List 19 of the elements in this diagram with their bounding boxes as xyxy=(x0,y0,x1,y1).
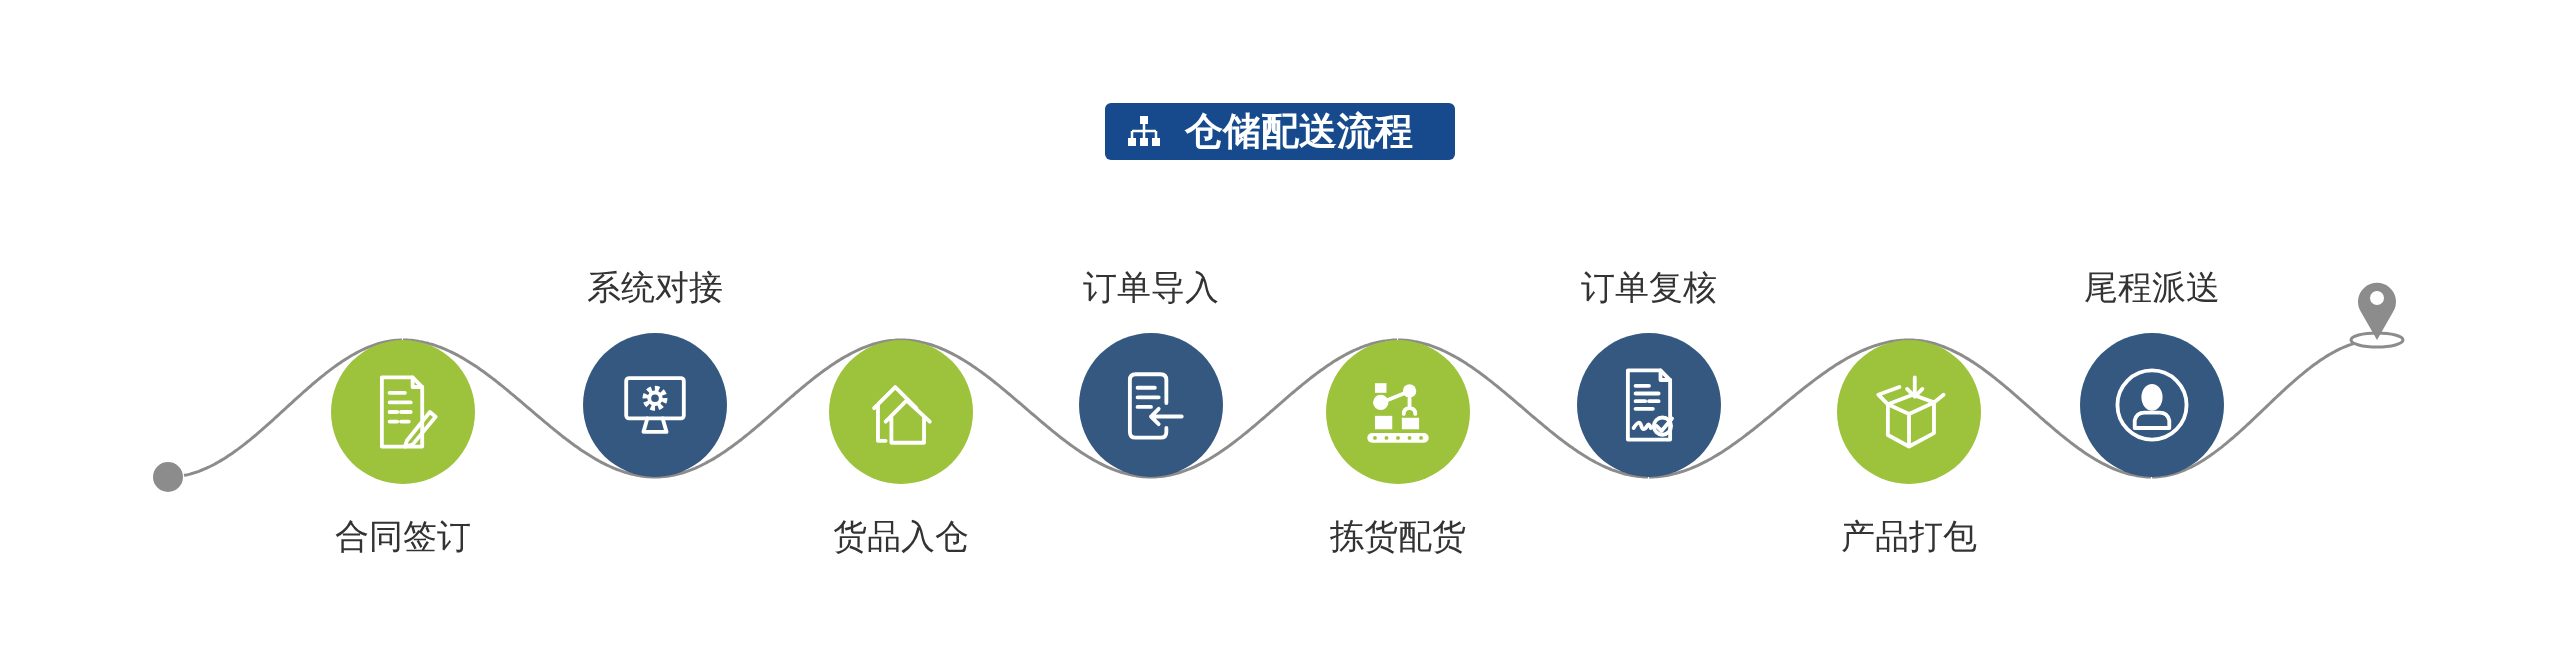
title-text: 仓储配送流程 xyxy=(1185,109,1413,153)
wavy-path-line xyxy=(1648,338,1910,479)
wavy-path-line xyxy=(402,338,656,479)
step-label: 货品入仓 xyxy=(832,516,970,556)
step-label: 拣货配货 xyxy=(1329,516,1467,556)
step-label: 产品打包 xyxy=(1840,516,1978,556)
start-dot xyxy=(153,462,183,492)
wavy-path-line xyxy=(1908,338,2152,479)
wavy-path-line xyxy=(1397,338,1649,479)
step-label: 订单复核 xyxy=(1580,267,1718,307)
step-label: 合同签订 xyxy=(334,516,472,556)
step-label: 尾程派送 xyxy=(2083,267,2221,307)
wavy-path-line xyxy=(183,338,403,477)
wavy-path-line xyxy=(2151,342,2355,479)
step-label: 系统对接 xyxy=(586,267,724,307)
wavy-path-line xyxy=(900,338,1152,479)
step-label: 订单导入 xyxy=(1082,267,1220,307)
wavy-path-line xyxy=(1150,338,1398,479)
wavy-path-line xyxy=(654,338,902,479)
